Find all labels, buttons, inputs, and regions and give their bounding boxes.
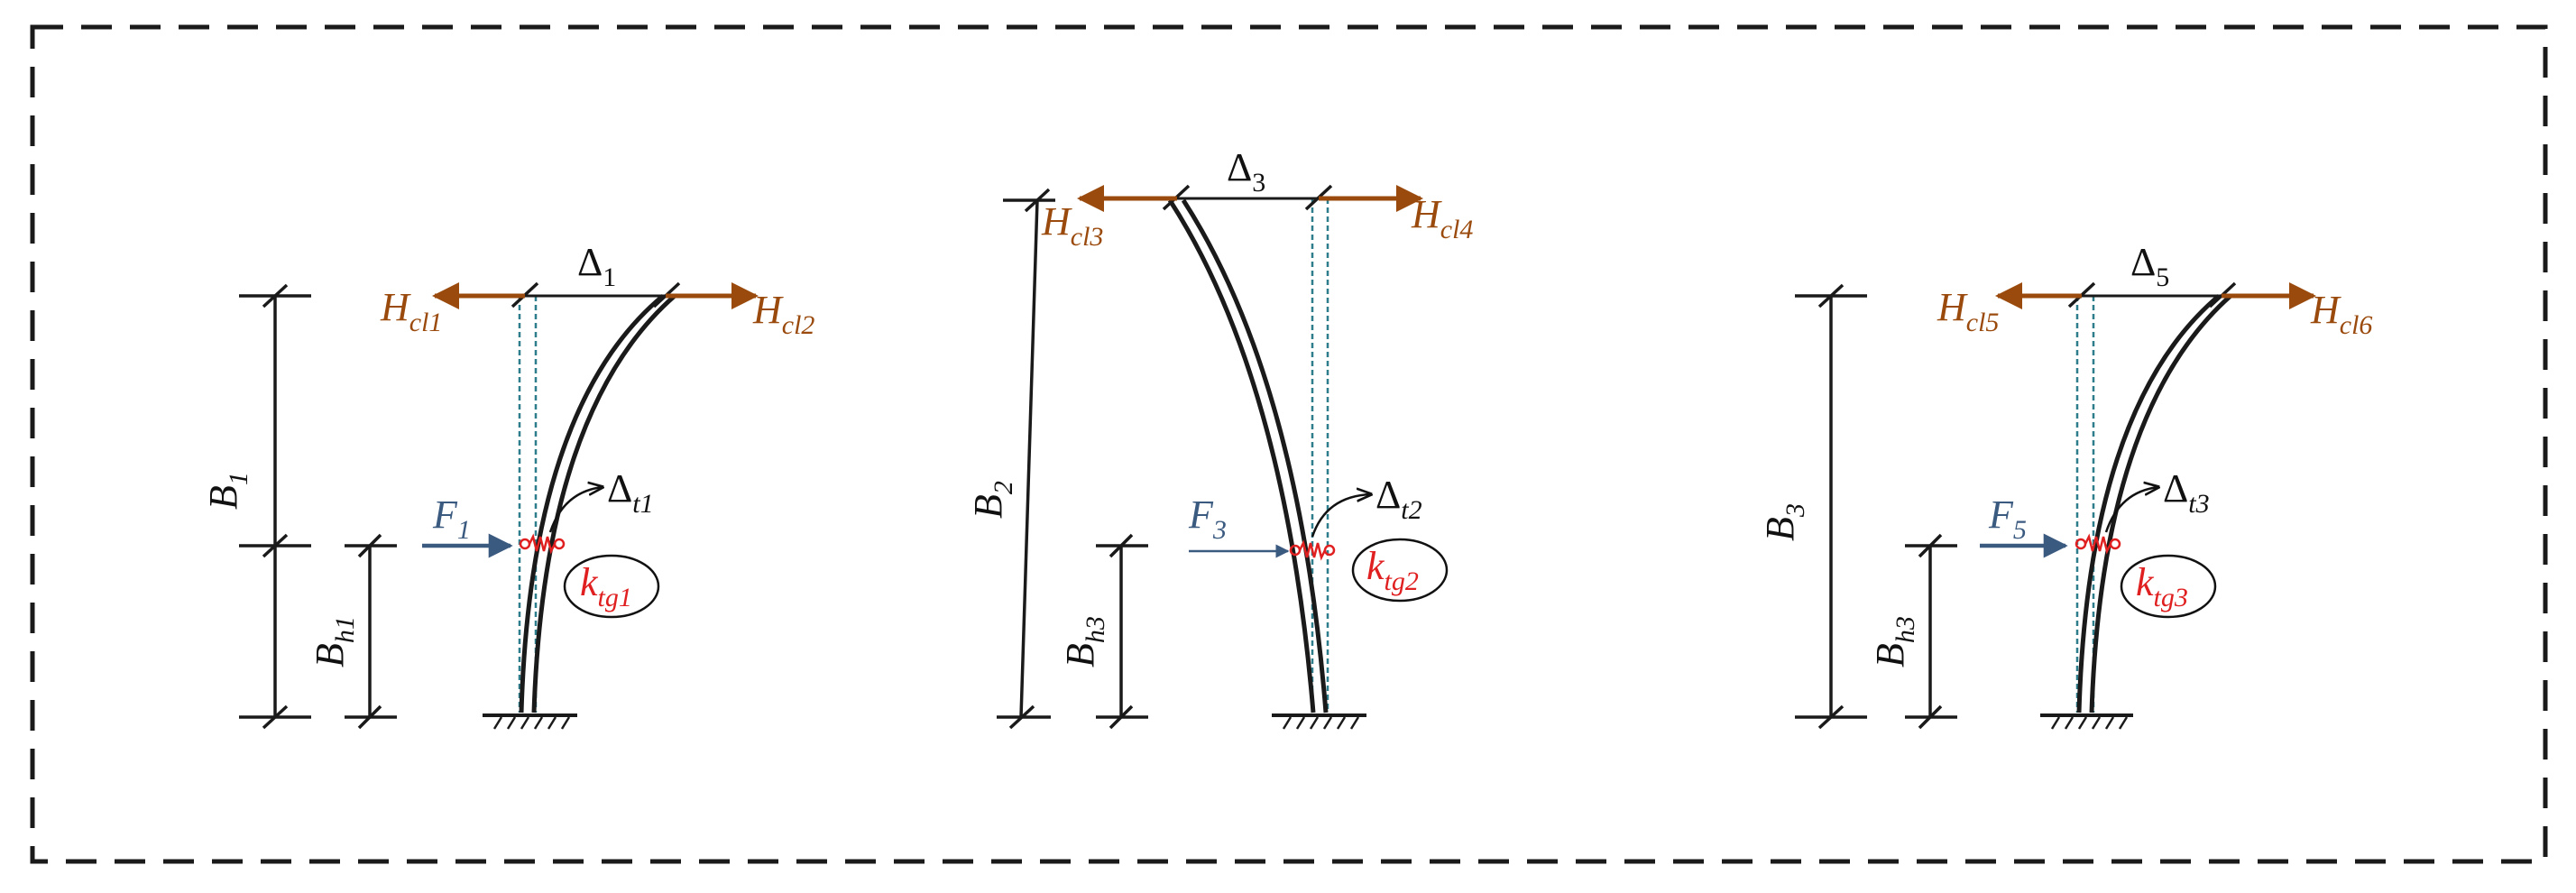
total-height-label: B1 [201,472,253,510]
column-1-group: Hcl1 Hcl2 Δ1 F1 Δt1 ktg1 B1 Bh1 [201,240,814,730]
stiffness-ellipse [563,554,660,619]
spring-icon [2075,533,2121,555]
spring-height-label: Bh1 [308,616,360,667]
tick-mark [1918,533,1943,558]
spring-displacement-arrow [1311,494,1371,538]
spring-height-label: Bh3 [1868,616,1920,667]
deformed-column [1167,198,1316,713]
fixed-support-hatch [2050,716,2129,730]
spring-icon [519,533,566,555]
spring-displacement-label: Δt3 [2163,466,2210,519]
dimension-line-total [1019,199,1039,718]
tick-mark [262,704,289,730]
tick-mark [1817,704,1845,730]
spring-displacement-arrow [2104,487,2158,533]
spring-displacement-label: Δt1 [607,466,654,519]
total-height-label: B2 [966,481,1018,519]
cable-force-label: Hcl5 [1937,285,1999,337]
top-displacement-label: Δ3 [1227,145,1265,198]
deformed-column [2089,294,2232,713]
cable-force-label: Hcl1 [380,285,442,337]
tick-mark [357,704,382,730]
deformed-column [531,294,676,713]
fixed-support-hatch [492,716,571,730]
dashed-frame [30,24,2548,864]
tick-mark [1109,704,1134,730]
stiffness-ellipse [2120,554,2217,619]
stiffness-ellipse [1351,538,1449,603]
lateral-force-label: F5 [1988,493,2027,545]
tick-mark [262,533,289,558]
spring-displacement-arrow [548,487,603,533]
fixed-support-hatch [1282,716,1360,730]
deformed-column [519,294,665,713]
tick-mark [1024,188,1051,213]
deformed-column [1181,198,1329,713]
cable-force-label: Hcl4 [1411,192,1473,244]
tick-mark [357,533,382,558]
cable-force-label: Hcl2 [752,288,814,340]
spring-displacement-label: Δt2 [1375,473,1422,525]
tick-mark [1918,704,1943,730]
spring-icon [1289,539,1336,561]
column-2-group: Hcl3 Hcl4 Δ3 F3 Δt2 ktg2 B2 Bh3 [966,145,1473,730]
lateral-force-label: F3 [1188,493,1227,545]
column-3-group: Hcl5 Hcl6 Δ5 F5 Δt3 ktg3 B3 Bh3 [1758,240,2372,730]
cable-force-label: Hcl3 [1041,199,1103,252]
spring-stiffness-label: ktg3 [2136,560,2188,612]
lateral-force-label: F1 [432,493,471,545]
cable-force-label: Hcl6 [2310,288,2372,340]
spring-height-label: Bh3 [1058,616,1110,667]
tick-mark [1109,533,1134,558]
tick-mark [1817,283,1845,308]
top-displacement-label: Δ5 [2130,240,2169,292]
total-height-label: B3 [1758,503,1810,541]
tick-mark [1008,704,1035,730]
spring-stiffness-label: ktg2 [1366,544,1419,596]
deformed-column [2076,294,2221,713]
tick-mark [262,283,289,308]
top-displacement-label: Δ1 [577,240,616,292]
spring-stiffness-label: ktg1 [580,560,632,612]
